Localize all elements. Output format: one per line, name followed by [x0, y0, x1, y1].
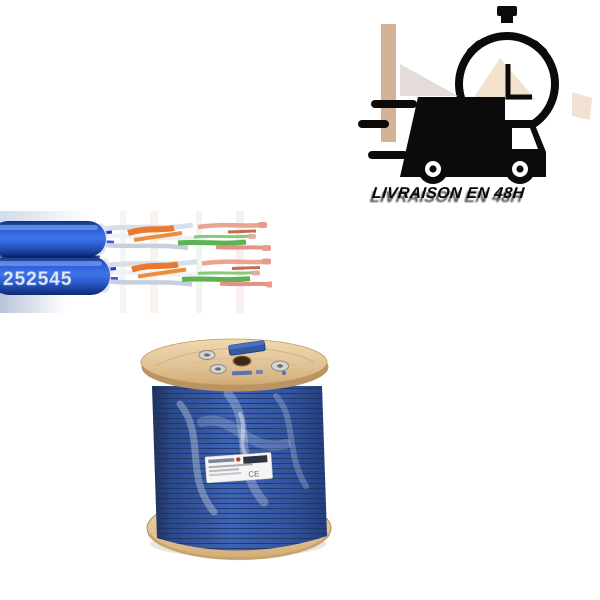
spool-bolts	[198, 350, 289, 374]
fast-delivery-icon	[358, 6, 592, 184]
delivery-caption-text: LIVRAISON EN 48H	[371, 185, 526, 202]
truck-wheel-left	[418, 154, 448, 184]
cable-jackets	[0, 221, 110, 295]
label-logo-dot	[236, 457, 241, 462]
truck-window	[512, 128, 538, 149]
ce-mark: CE	[248, 469, 260, 479]
flange-print-marks	[231, 370, 287, 376]
cable-wire-pairs	[90, 222, 272, 288]
delivery-caption: LIVRAISON EN 48H LIVRAISON EN 48H	[369, 184, 570, 210]
label-barcode	[243, 455, 268, 464]
spool-center-hole	[232, 355, 252, 367]
cable-spool-image: CE	[140, 338, 332, 561]
speed-lines-icon	[358, 100, 417, 159]
spool-cable-slot	[228, 340, 266, 356]
label-brand-line	[208, 457, 235, 464]
spool-label: CE	[204, 452, 273, 484]
truck-wheel-right	[505, 154, 535, 184]
duplex-cable-image: 252545	[0, 211, 272, 313]
truck-icon	[400, 97, 546, 184]
stopwatch-hands	[505, 64, 532, 100]
watermark-artifacts	[381, 24, 592, 142]
cable-printed-code: 252545	[3, 269, 72, 290]
